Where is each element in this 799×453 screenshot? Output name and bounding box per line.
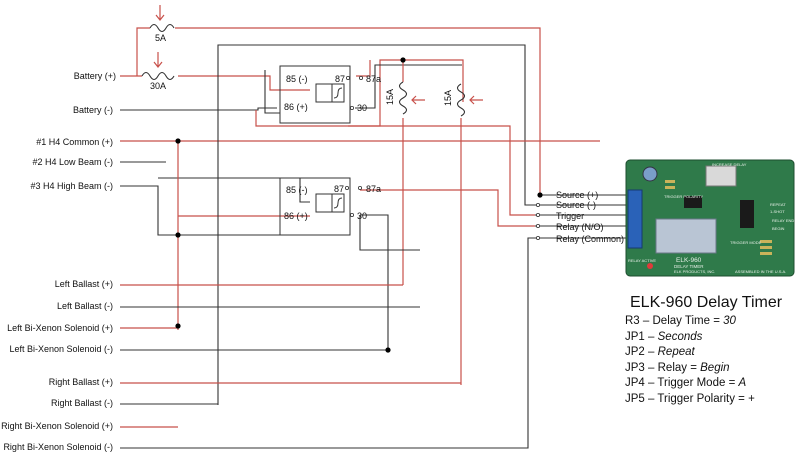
setting-jp2: JP2 – Repeat [625, 346, 695, 358]
module-terminals: Source (+) Source (-) Trigger Relay (N/O… [536, 190, 624, 244]
relay-1-pin-30: 30 [357, 103, 367, 113]
relay-1-pin-87: 87 [335, 74, 345, 84]
left-labels: Battery (+) Battery (-) #1 H4 Common (+)… [1, 71, 116, 452]
module-settings: R3 – Delay Time = 30 JP1 – Seconds JP2 –… [625, 314, 755, 407]
label-battery-neg: Battery (-) [73, 105, 113, 115]
pcb-relay-active: RELAY ACTIVE [628, 258, 656, 263]
pcb-chip-icon [740, 200, 754, 228]
relay-2-box [279, 177, 351, 236]
terminal-relay-common: Relay (Common) [556, 234, 624, 244]
module-title: ELK-960 Delay Timer [630, 294, 783, 311]
terminal-source-pos: Source (+) [556, 190, 598, 200]
label-right-bixenon-pos: Right Bi-Xenon Solenoid (+) [1, 421, 113, 431]
setting-jp4: JP4 – Trigger Mode = A [625, 377, 747, 389]
pcb-repeat: REPEAT [770, 202, 786, 207]
relay-2-pin-86: 86 (+) [284, 211, 308, 221]
setting-jp1: JP1 – Seconds [625, 330, 703, 343]
setting-jp5: JP5 – Trigger Polarity = + [625, 392, 755, 405]
label-right-bixenon-neg: Right Bi-Xenon Solenoid (-) [3, 442, 113, 452]
pcb-potentiometer-icon [705, 165, 737, 187]
label-left-bixenon-neg: Left Bi-Xenon Solenoid (-) [9, 344, 113, 354]
relay-2-pin-87: 87 [334, 184, 344, 194]
relay-1-pin-86: 86 (+) [284, 102, 308, 112]
pcb-trigger-mode: TRIGGER MODE [730, 240, 762, 245]
relay-2-pin-30: 30 [357, 211, 367, 221]
pcb-one-shot: 1-SHOT [770, 209, 785, 214]
label-left-ballast-pos: Left Ballast (+) [55, 279, 113, 289]
terminal-trigger: Trigger [556, 211, 584, 221]
pcb-subtitle: DELAY TIMER [674, 264, 704, 269]
fuse-15a-2: 15A [443, 83, 483, 117]
label-h4-common: #1 H4 Common (+) [36, 137, 113, 147]
fuse-15a-2-label: 15A [443, 90, 453, 106]
pcb-increase-delay: INCREASE DELAY [712, 162, 747, 167]
wires [120, 27, 626, 449]
relay-2-coil-icon [315, 193, 333, 213]
relay-1-pin-85: 85 (-) [286, 74, 308, 84]
pcb-begin: BEGIN [772, 226, 785, 231]
label-left-bixenon-pos: Left Bi-Xenon Solenoid (+) [7, 323, 113, 333]
label-right-ballast-neg: Right Ballast (-) [51, 398, 113, 408]
fuse-30a-label: 30A [150, 81, 166, 91]
relay-1-box [279, 65, 351, 124]
relay-1-pin-87a: 87a [366, 74, 381, 84]
setting-jp3: JP3 – Relay = Begin [625, 361, 730, 374]
pcb-relay-end: RELAY END [772, 218, 794, 223]
terminal-relay-no: Relay (N/O) [556, 222, 604, 232]
pcb-terminal-block [627, 189, 643, 249]
setting-r3: R3 – Delay Time = 30 [625, 315, 736, 327]
label-right-ballast-pos: Right Ballast (+) [49, 377, 113, 387]
pcb-made: ASSEMBLED IN THE U.S.A. [735, 269, 786, 274]
elk-960-pcb-image: ELK-960 DELAY TIMER ELK PRODUCTS, INC. A… [625, 159, 795, 277]
label-h4-high: #3 H4 High Beam (-) [30, 181, 113, 191]
fuse-5a: 5A [149, 5, 175, 43]
fuse-30a: 30A [141, 52, 175, 91]
relay-1-coil-icon [315, 83, 333, 103]
label-battery-pos: Battery (+) [74, 71, 116, 81]
fuse-15a-1-label: 15A [385, 89, 395, 105]
relay-2-pin-87a: 87a [366, 184, 381, 194]
fuse-15a-1: 15A [385, 81, 425, 115]
junction-dots [175, 57, 543, 353]
pcb-maker: ELK PRODUCTS, INC. [674, 269, 715, 274]
label-left-ballast-neg: Left Ballast (-) [57, 301, 113, 311]
fuse-5a-label: 5A [155, 33, 166, 43]
label-h4-low: #2 H4 Low Beam (-) [32, 157, 113, 167]
pcb-trigger-polarity: TRIGGER POLARITY [664, 194, 703, 199]
pcb-relay-icon [655, 218, 717, 254]
relay-2: 85 (-) 86 (+) 87 87a 30 [279, 177, 381, 236]
relay-2-pin-85: 85 (-) [286, 185, 308, 195]
relay-1: 85 (-) 86 (+) 87 87a 30 [279, 65, 381, 124]
terminal-source-neg: Source (-) [556, 200, 596, 210]
pcb-brand: ELK-960 [676, 257, 702, 264]
